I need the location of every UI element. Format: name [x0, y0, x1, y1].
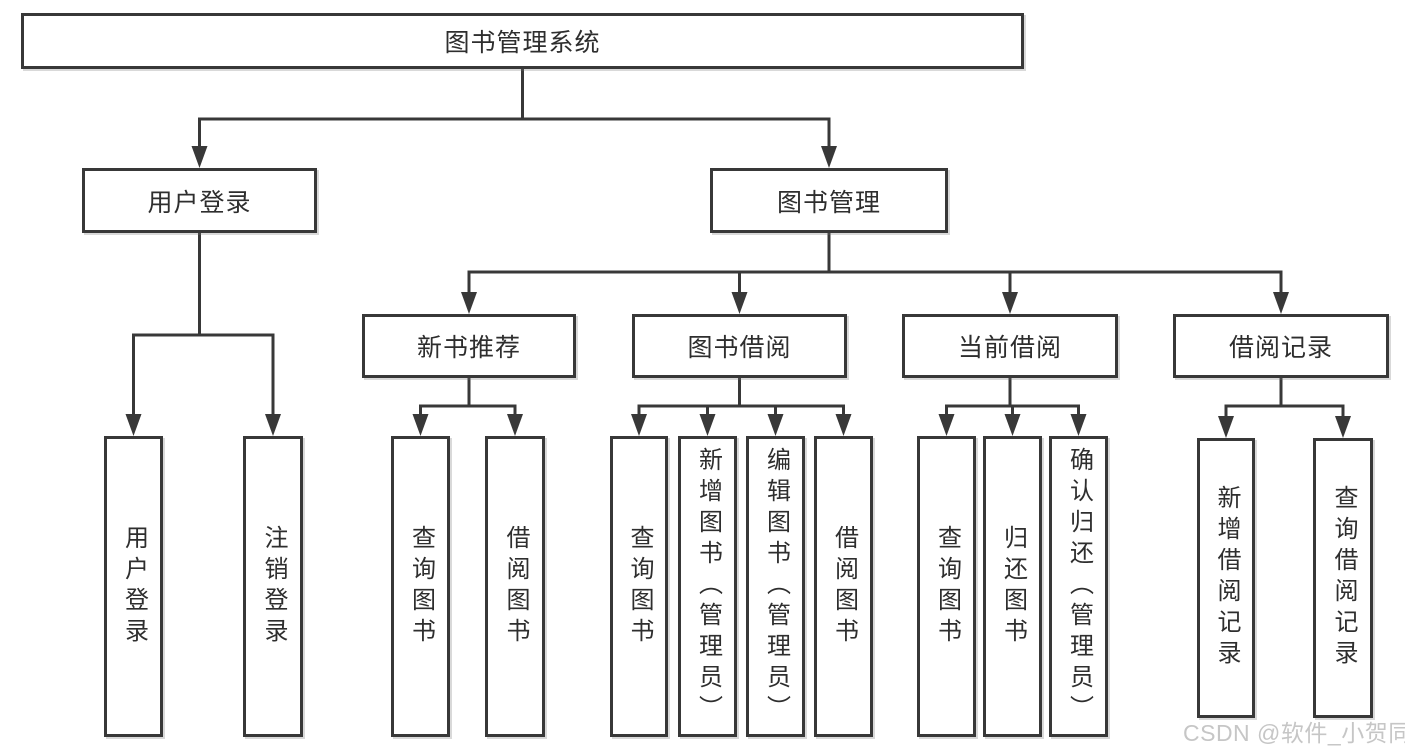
- arrowhead-br-query: [1335, 416, 1351, 438]
- leaf-br-query-record: 查询借阅记录: [1313, 438, 1373, 718]
- leaf-nb-query-books: 查询图书: [391, 436, 450, 737]
- arrowhead-nb-query: [412, 414, 429, 436]
- arrowhead-bb-add: [699, 414, 716, 436]
- leaf-cb-query-books: 查询图书: [917, 436, 976, 737]
- arrowhead-book-management: [821, 146, 837, 168]
- node-borrow-records: 借阅记录: [1173, 314, 1389, 378]
- leaf-cb-return-books: 归还图书: [983, 436, 1042, 737]
- arrowhead-cb-return: [1004, 414, 1021, 436]
- leaf-cb-query-books-label: 查询图书: [933, 524, 961, 649]
- node-book-borrow: 图书借阅: [632, 314, 847, 378]
- leaf-br-add-record-label: 新增借阅记录: [1213, 485, 1240, 671]
- arrowhead-current-borrow: [1002, 292, 1018, 314]
- connector-book-management-to-level3: [461, 233, 1289, 314]
- arrowhead-nb-borrow: [507, 414, 523, 436]
- leaf-nb-query-books-label: 查询图书: [407, 524, 435, 649]
- arrowhead-bb-edit: [767, 414, 784, 436]
- leaf-bb-edit-books-admin: 编辑图书（管理员）: [746, 436, 805, 737]
- leaf-cb-return-books-label: 归还图书: [999, 524, 1027, 649]
- arrowhead-bb-query: [631, 414, 647, 436]
- arrowhead-leaf-logout: [265, 414, 281, 436]
- connector-user-login-to-leaves: [125, 233, 281, 436]
- arrowhead-new-book: [461, 292, 477, 314]
- node-user-login-label: 用户登录: [147, 188, 252, 217]
- leaf-bb-edit-books-admin-label: 编辑图书（管理员）: [762, 447, 790, 726]
- node-user-login: 用户登录: [82, 168, 317, 233]
- leaf-logout-label: 注销登录: [260, 524, 287, 649]
- connector-root-to-level2: [191, 69, 837, 168]
- arrowhead-br-add: [1218, 416, 1234, 438]
- connector-current-borrow-to-leaves: [938, 378, 1087, 436]
- leaf-nb-borrow-books: 借阅图书: [485, 436, 545, 737]
- leaf-bb-borrow-books: 借阅图书: [814, 436, 873, 737]
- connector-new-book-to-leaves: [412, 378, 523, 436]
- leaf-user-login-label: 用户登录: [120, 524, 148, 649]
- arrowhead-leaf-login: [125, 414, 142, 436]
- arrowhead-user-login: [191, 146, 208, 168]
- arrowhead-cb-query: [938, 414, 955, 436]
- arrowhead-bb-borrow: [835, 414, 852, 436]
- leaf-bb-query-books: 查询图书: [610, 436, 668, 737]
- leaf-bb-add-books-admin-label: 新增图书（管理员）: [694, 447, 722, 726]
- leaf-cb-confirm-return-admin: 确认归还（管理员）: [1049, 436, 1108, 737]
- node-root-system: 图书管理系统: [21, 13, 1024, 69]
- leaf-user-login: 用户登录: [104, 436, 163, 737]
- connector-book-borrow-to-leaves: [631, 378, 852, 436]
- node-root-label: 图书管理系统: [444, 29, 601, 57]
- node-new-book-recommend-label: 新书推荐: [416, 334, 521, 362]
- csdn-watermark: CSDN @软件_小贺同学: [1183, 720, 1405, 746]
- node-current-borrow: 当前借阅: [902, 314, 1118, 378]
- leaf-bb-query-books-label: 查询图书: [626, 524, 653, 649]
- connector-borrow-records-to-leaves: [1218, 378, 1351, 438]
- leaf-cb-confirm-return-admin-label: 确认归还（管理员）: [1065, 447, 1093, 726]
- arrowhead-cb-confirm: [1070, 414, 1087, 436]
- node-borrow-records-label: 借阅记录: [1228, 334, 1333, 362]
- node-book-management-label: 图书管理: [776, 188, 881, 217]
- arrowhead-book-borrow: [731, 292, 748, 314]
- node-current-borrow-label: 当前借阅: [957, 334, 1062, 362]
- arrowhead-borrow-records: [1273, 292, 1289, 314]
- leaf-br-query-record-label: 查询借阅记录: [1330, 485, 1357, 671]
- node-book-management: 图书管理: [710, 168, 948, 233]
- leaf-nb-borrow-books-label: 借阅图书: [502, 524, 529, 649]
- leaf-logout: 注销登录: [243, 436, 303, 737]
- node-book-borrow-label: 图书借阅: [687, 334, 792, 362]
- leaf-br-add-record: 新增借阅记录: [1197, 438, 1255, 718]
- leaf-bb-borrow-books-label: 借阅图书: [830, 524, 858, 649]
- leaf-bb-add-books-admin: 新增图书（管理员）: [678, 436, 737, 737]
- node-new-book-recommend: 新书推荐: [362, 314, 576, 378]
